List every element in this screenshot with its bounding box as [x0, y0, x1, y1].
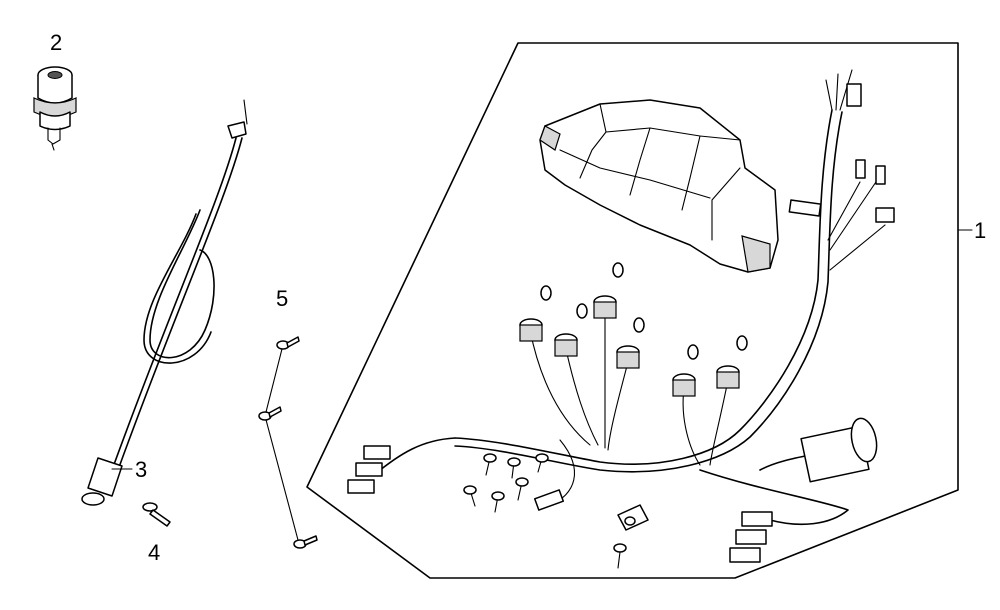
ignition-switch-part — [33, 66, 77, 151]
callout-4: 4 — [148, 540, 160, 565]
screws-part-5 — [258, 336, 318, 549]
meter-housing — [539, 99, 779, 273]
callout-3: 3 — [135, 457, 147, 482]
assembly-boundary — [306, 42, 959, 579]
callout-5: 5 — [276, 286, 288, 311]
wiring-harness — [347, 69, 895, 569]
callout-2: 2 — [50, 30, 62, 55]
speedometer-cable-part — [81, 99, 248, 506]
screw-part-4 — [142, 502, 171, 527]
callout-1: 1 — [974, 218, 986, 243]
